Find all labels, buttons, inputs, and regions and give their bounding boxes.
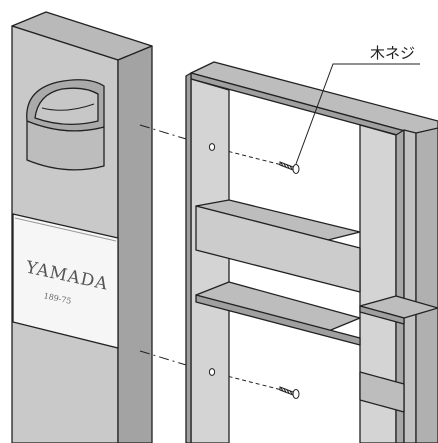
callout-label: 木ネジ [370, 44, 415, 62]
frame-far-stile-side [415, 127, 438, 443]
lower-screw-hole [208, 368, 216, 376]
wood-screw-callout: 木ネジ [295, 44, 420, 165]
pillar-side-face [117, 45, 153, 443]
upper-wood-screw [279, 161, 300, 174]
upper-screw-path [214, 147, 283, 166]
wood-screw-icon [279, 161, 300, 399]
frame-far-stile-front [403, 129, 417, 443]
lower-wood-screw [279, 386, 300, 399]
right-lower-bar [359, 371, 405, 413]
upper-screw-hole [208, 143, 216, 151]
mailbox-icon [26, 79, 105, 171]
inner-frame [185, 61, 438, 443]
screw-holes [208, 143, 216, 376]
frame-right-stile-side [395, 129, 405, 443]
frame-left-stile-inner [185, 72, 192, 443]
upper-crossbar-front [195, 205, 361, 293]
right-shelf-front [359, 305, 405, 325]
lower-shelf-front [195, 294, 361, 346]
frame-left-stile-front [190, 78, 230, 443]
callout-leader-line [295, 63, 420, 165]
nameplate: YAMADA 189-75 [12, 213, 119, 349]
lower-screw-path [214, 372, 283, 391]
frame-right-stile-front [359, 124, 397, 443]
